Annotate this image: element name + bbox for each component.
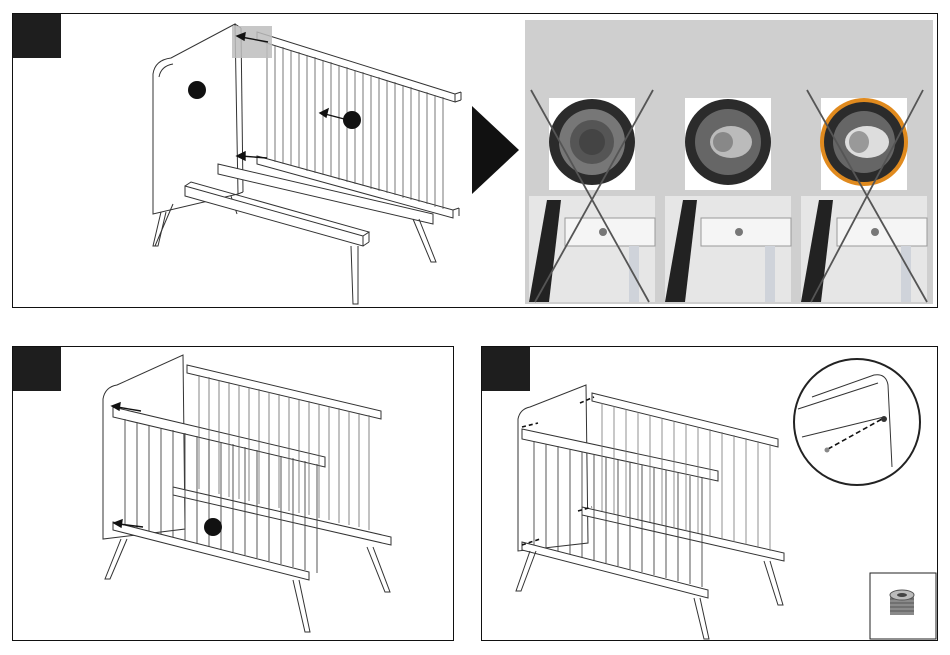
direction-arrow-icon xyxy=(472,106,519,194)
magnifier-detail-icon xyxy=(794,359,920,485)
headboard-panel xyxy=(153,24,238,214)
crib-assembly-drawing-2 xyxy=(13,347,454,641)
crib-slats xyxy=(602,403,770,551)
hardware-insert-box xyxy=(870,573,936,639)
pointer-dot-icon xyxy=(204,518,222,536)
pointer-dot-icon xyxy=(188,81,206,99)
detail-option-2 xyxy=(685,98,771,190)
orientation-check-detail xyxy=(525,20,933,304)
assembly-panel-1 xyxy=(12,13,938,308)
hardware-insert-icon xyxy=(890,590,914,615)
crib-assembly-drawing-3 xyxy=(482,347,938,641)
assembly-panel-2 xyxy=(12,346,454,641)
pointer-dot-icon xyxy=(343,111,361,129)
assembly-panel-3 xyxy=(481,346,938,641)
